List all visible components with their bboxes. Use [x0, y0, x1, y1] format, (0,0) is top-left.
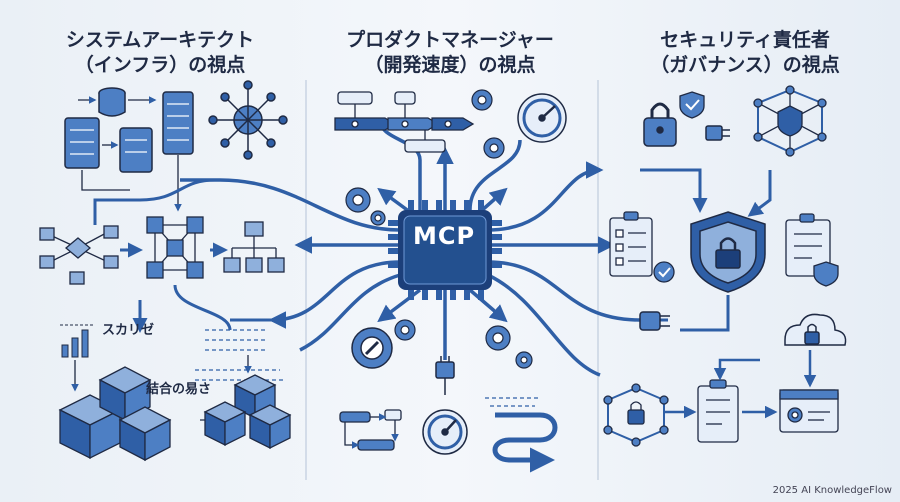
mcp-chip — [388, 200, 502, 300]
panel-title-security-line1: セキュリティ責任者 — [660, 29, 830, 51]
security-network-bottom-icon — [603, 383, 669, 447]
speedometer-icon — [517, 93, 567, 143]
gear-icon — [345, 89, 533, 369]
topology-icon-left — [39, 225, 119, 285]
cube-network-icon — [146, 216, 204, 279]
coupling-cubes-icon — [203, 374, 292, 450]
plug-icon — [435, 356, 455, 395]
server-icon-left — [64, 117, 100, 169]
hierarchy-icon — [223, 221, 285, 273]
panel-title-architect: システムアーキテクト （インフラ）の視点 — [30, 28, 290, 78]
loop-arrow-icon — [485, 397, 558, 473]
checklist-icon-right — [785, 213, 839, 287]
panel-title-architect-line2: （インフラ）の視点 — [74, 54, 246, 76]
shield-check-small-icon — [679, 91, 705, 119]
panel-title-pm-line2: （開発速度）の視点 — [364, 54, 536, 76]
browser-settings-icon — [779, 389, 839, 433]
scalability-label: スカリゼ — [102, 323, 155, 338]
panel-title-pm-line1: プロダクトマネージャー — [346, 29, 554, 51]
scalability-chart-icon — [60, 324, 95, 358]
mcp-hub-label: MCP — [412, 222, 476, 250]
panel-title-pm: プロダクトマネージャー （開発速度）の視点 — [320, 28, 580, 78]
process-flow-icon — [339, 409, 402, 451]
left-flow-lines — [93, 178, 272, 333]
database-icon — [98, 87, 126, 117]
gear-wrench-icon — [351, 327, 393, 369]
roadmap-icon — [334, 91, 475, 153]
hub-connectors — [180, 119, 641, 377]
panel-title-security: セキュリティ責任者 （ガバナンス）の視点 — [615, 28, 875, 78]
panel-title-security-line2: （ガバナンス）の視点 — [650, 54, 840, 76]
plug-connector-icon — [639, 311, 670, 331]
cube-stack-icon — [58, 366, 172, 462]
footer-credit: 2025 AI KnowledgeFlow — [772, 485, 892, 496]
padlock-icon-top — [643, 102, 677, 147]
network-globe-icon — [208, 80, 288, 160]
coupling-label: 結合の易さ — [146, 382, 212, 397]
server-rack-icon — [162, 91, 194, 155]
security-network-icon — [753, 85, 827, 157]
cloud-lock-icon — [784, 313, 847, 346]
checklist-icon-left — [609, 211, 675, 283]
dashed-lines — [195, 329, 285, 381]
document-check-icon — [697, 379, 739, 443]
panel-title-architect-line1: システムアーキテクト — [65, 29, 255, 51]
server-icon-mid — [119, 127, 153, 173]
gauge-icon — [422, 409, 468, 455]
server-arrows — [78, 96, 182, 212]
key-plug-icon — [705, 125, 730, 141]
shield-lock-icon — [690, 211, 766, 293]
security-bottom-lines — [664, 350, 817, 419]
